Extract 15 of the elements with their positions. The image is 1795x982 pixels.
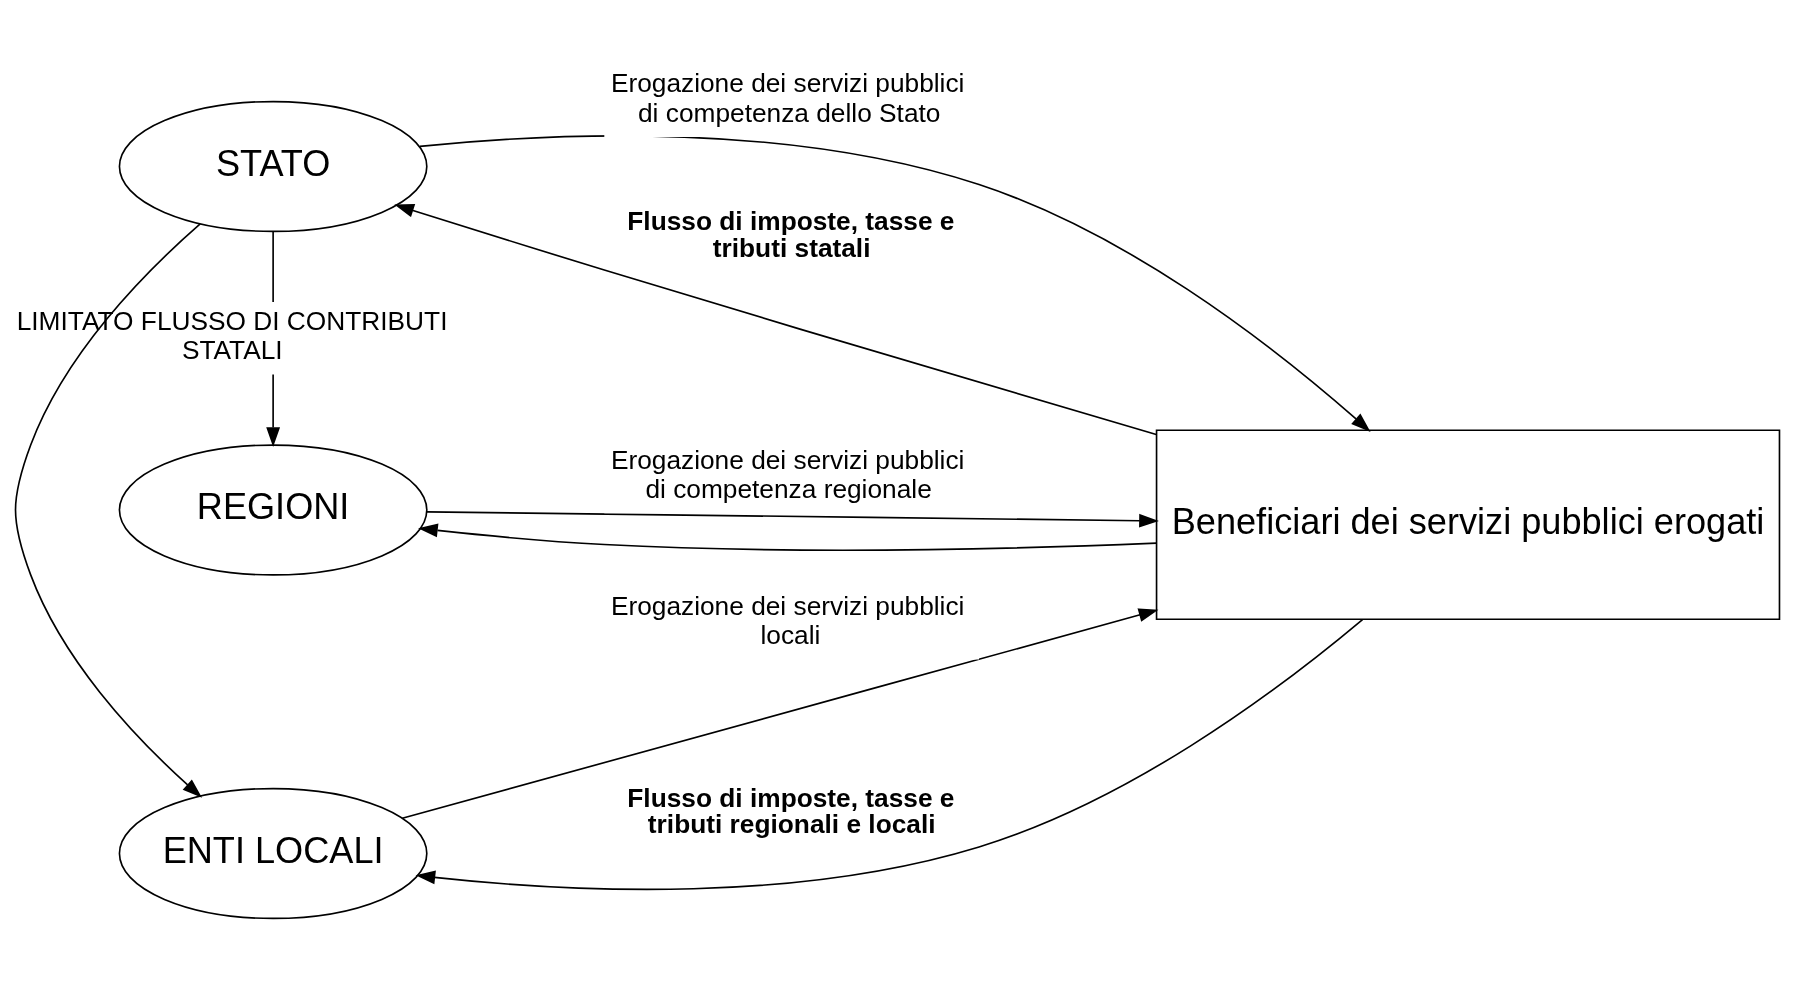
arrow — [14, 222, 203, 798]
edge-label: Erogazione dei servizi pubblici locali — [610, 590, 965, 650]
arrow — [419, 134, 1371, 432]
node-ellipse: STATO — [118, 100, 428, 232]
edge-label: Flusso di imposte, tasse e tributi regionali e locali — [627, 782, 955, 839]
node-box: Beneficiari dei servizi pubblici erogati — [1155, 428, 1781, 620]
arrow — [426, 510, 1159, 528]
edge-label: Erogazione dei servizi pubblici di competenza regionale — [610, 444, 965, 504]
arrow — [418, 523, 1158, 551]
arrow — [401, 607, 1159, 819]
node-ellipse: REGIONI — [118, 443, 428, 576]
edge-label: Erogazione dei servizi pubblici di competenza dello Stato — [610, 67, 965, 128]
arrow — [415, 618, 1364, 890]
node-ellipse: ENTI LOCALI — [118, 787, 428, 919]
edge-label: Flusso di imposte, tasse e tributi statali — [627, 205, 955, 263]
